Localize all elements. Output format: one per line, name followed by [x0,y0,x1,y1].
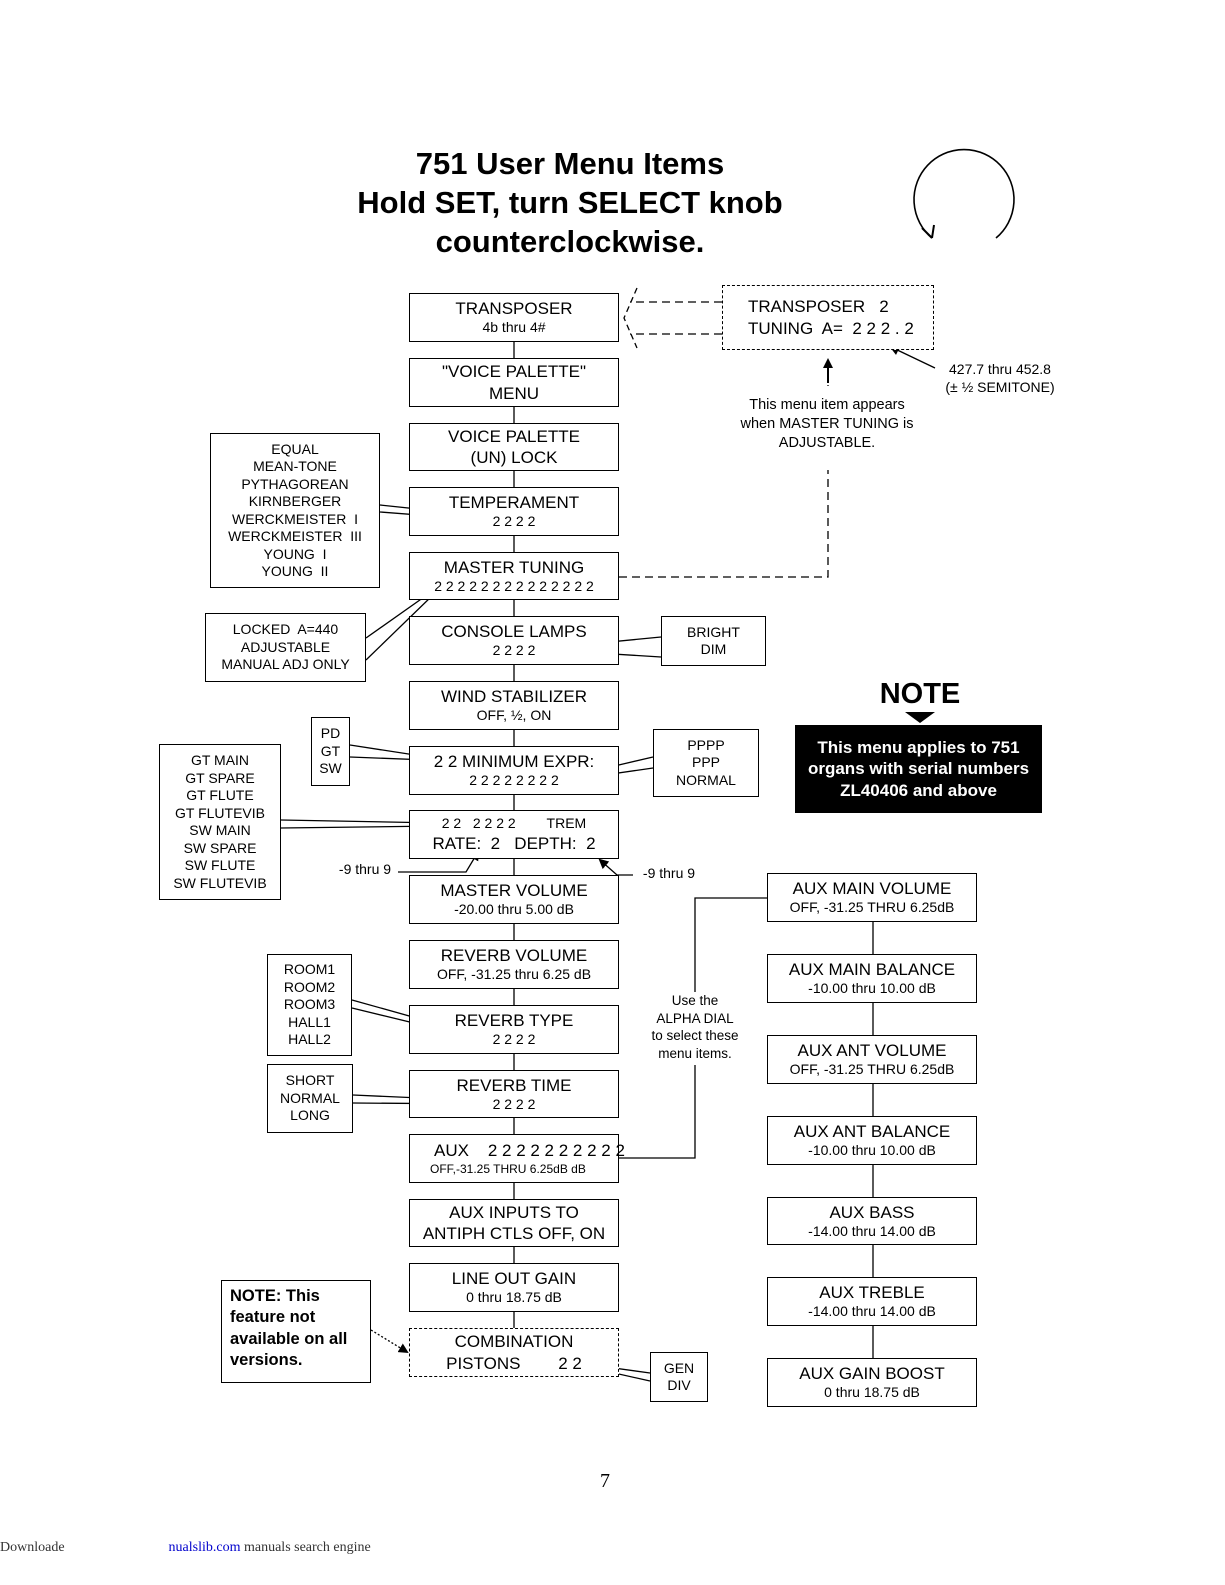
note-box: This menu applies to 751 organs with ser… [795,725,1042,813]
note-down-arrow-icon [905,712,935,723]
counterclockwise-knob-icon [913,148,1015,239]
menu-item-line-out-gain: LINE OUT GAIN 0 thru 18.75 dB [409,1263,619,1312]
option-item: ROOM1 [283,961,336,978]
option-item: SW MAIN [189,822,251,838]
option-item: HALL1 [288,1013,331,1030]
option-item: DIM [700,641,727,657]
menu-item-combination-pistons: COMBINATION PISTONS 2 2 [409,1328,619,1377]
option-item: ROOM2 [283,978,336,995]
menu-item-reverb-type: REVERB TYPE 2 2 2 2 [409,1005,619,1054]
note-heading: NOTE [879,678,961,710]
option-item: SHORT [285,1072,335,1089]
option-item: ROOM3 [283,996,336,1013]
option-item: LONG [290,1107,330,1124]
aux-item-ant-balance: AUX ANT BALANCE -10.00 thru 10.00 dB [767,1116,977,1165]
depth-range-label: -9 thru 9 [642,865,696,881]
option-item: PYTHAGOREAN [241,475,349,492]
option-item: LOCKED A=440 [232,621,339,638]
option-item: GEN [663,1359,695,1376]
option-item: GT SPARE [185,769,255,786]
aux-item-treble: AUX TREBLE -14.00 thru 14.00 dB [767,1277,977,1326]
menu-item-reverb-time: REVERB TIME 2 2 2 2 [409,1070,619,1118]
option-item: GT FLUTE [186,787,254,803]
option-item: ADJUSTABLE [240,638,331,655]
option-item: GT [320,742,341,759]
option-item: SW FLUTEVIB [173,874,267,891]
option-item: YOUNG I [263,545,327,562]
menu-item-console-lamps: CONSOLE LAMPS 2 2 2 2 [409,616,619,665]
option-item: DIV [667,1377,691,1393]
aux-item-bass: AUX BASS -14.00 thru 14.00 dB [767,1197,977,1245]
option-item: EQUAL [271,440,319,457]
menu-item-trem: 2 2 2 2 2 2 TREM RATE: 2 DEPTH: 2 [409,810,619,859]
footer-link[interactable]: nualslib.com [168,1540,241,1555]
aux-item-gain-boost: AUX GAIN BOOST 0 thru 18.75 dB [767,1358,977,1407]
option-item: GT MAIN [190,752,250,768]
menu-item-minimum-expr: 2 2 MINIMUM EXPR: 2 2 2 2 2 2 2 2 [409,746,619,795]
option-item: SW FLUTE [184,857,256,873]
option-item: PPPP [687,736,725,753]
rate-range-label: -9 thru 9 [338,861,392,877]
menu-item-master-tuning: MASTER TUNING 2 2 2 2 2 2 2 2 2 2 2 2 2 … [409,552,619,600]
option-item: YOUNG II [261,563,329,579]
menu-item-temperament: TEMPERAMENT 2 2 2 2 [409,487,619,536]
menu-item-transposer: TRANSPOSER 4b thru 4# [409,293,619,342]
option-item: BRIGHT [687,623,740,640]
aux-item-ant-volume: AUX ANT VOLUME OFF, -31.25 THRU 6.25dB [767,1035,977,1084]
option-item: MANUAL ADJ ONLY [221,656,350,673]
aux-item-main-volume: AUX MAIN VOLUME OFF, -31.25 THRU 6.25dB [767,873,977,922]
option-item: SW [319,760,342,777]
menu-item-master-volume: MASTER VOLUME -20.00 thru 5.00 dB [409,875,619,924]
menu-item-reverb-volume: REVERB VOLUME OFF, -31.25 thru 6.25 dB [409,940,619,989]
feature-availability-note: NOTE: This feature not available on all … [221,1280,371,1383]
menu-item-aux: AUX 2 2 2 2 2 2 2 2 2 2 OFF,-31.25 THRU … [409,1134,625,1183]
option-item: PPP [691,754,720,771]
master-tuning-note: This menu item appears when MASTER TUNIN… [740,397,914,451]
option-item: PD [320,725,341,742]
page-number: 7 [600,1470,610,1492]
option-item: NORMAL [280,1089,340,1106]
option-item: SW SPARE [183,839,257,856]
option-item: MEAN-TONE [253,458,337,474]
option-item: WERCKMEISTER I [231,510,358,527]
aux-item-main-balance: AUX MAIN BALANCE -10.00 thru 10.00 dB [767,954,977,1003]
option-item: WERCKMEISTER III [228,528,362,544]
alpha-dial-note: Use the ALPHA DIAL to select these menu … [651,993,739,1061]
option-item: NORMAL [676,771,736,788]
option-item: HALL2 [288,1031,331,1048]
page-title: 751 User Menu Items Hold SET, turn SELEC… [357,146,783,259]
menu-item-voice-palette-lock: VOICE PALETTE (UN) LOCK [409,423,619,471]
option-item: GT FLUTEVIB [175,804,265,821]
menu-item-voice-palette-menu: "VOICE PALETTE" MENU [409,358,619,407]
menu-item-aux-inputs: AUX INPUTS TO ANTIPH CTLS OFF, ON [409,1199,619,1247]
menu-item-wind-stabilizer: WIND STABILIZER OFF, ½, ON [409,681,619,730]
option-item: KIRNBERGER [248,493,342,509]
tuning-range-label: 427.7 thru 452.8 (± ½ SEMITONE) [945,361,1055,396]
menu-item-transposer-tuning: TRANSPOSER 2 TUNING A= 2 2 2 . 2 [722,285,934,350]
